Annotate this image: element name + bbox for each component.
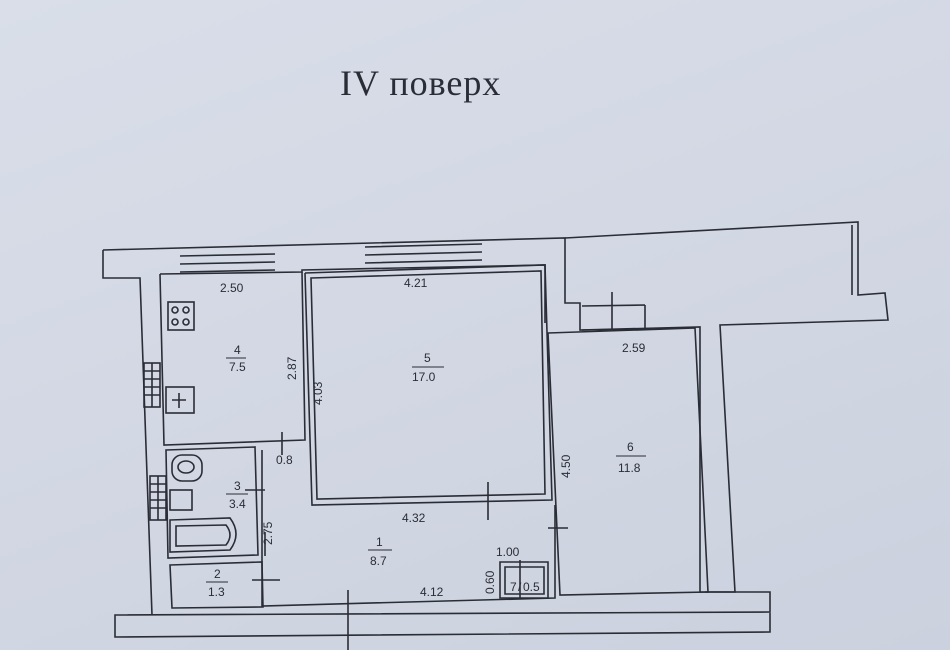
room-5-number: 5 [424,351,431,365]
dim-kitchen-width: 2.50 [220,281,244,295]
outer-wall-left [102,250,153,616]
closet-walls [499,561,549,599]
toilet-icon [171,454,203,482]
dim-living-width: 4.21 [404,276,428,290]
room-1-area: 8.7 [370,554,387,568]
dim-closet-depth: 0.60 [483,570,497,594]
living-walls [304,264,553,506]
room-6-number: 6 [627,440,634,454]
dim-bedroom-width: 2.59 [622,341,646,355]
outer-wall-top-inner [159,264,546,323]
wc-walls [169,561,264,609]
room-2-number: 2 [214,567,221,581]
floor-title: IV поверх [340,63,502,103]
room-7-number: 7 [510,580,517,594]
window-kitchen [179,253,276,273]
washbasin-icon [169,489,193,511]
sink-icon [165,386,195,414]
room-7-slash: / [518,580,522,594]
room-4-area: 7.5 [229,360,246,374]
dim-door-gap: 0.8 [276,453,293,467]
dim-hall-length: 4.12 [420,585,444,599]
room-5-area: 17.0 [412,370,436,384]
living-walls-inner [310,270,546,500]
dim-living-depth: 4.03 [311,381,325,405]
dim-kitchen-depth: 2.87 [285,356,299,380]
room-6-area: 11.8 [618,461,641,475]
dim-bedroom-depth: 4.50 [559,454,573,478]
dim-living-bottom: 4.32 [402,511,426,525]
window-living [364,243,483,264]
bathroom-walls [165,446,259,559]
kitchen-walls [159,271,306,446]
hall-walls [261,450,556,607]
bedroom-walls [547,327,709,596]
room-1-number: 1 [376,535,383,549]
room-3-number: 3 [234,479,241,493]
door-marks [245,432,568,650]
bathtub-icon [169,517,237,553]
outer-wall [102,237,771,638]
room-2-area: 1.3 [208,585,225,599]
balcony [564,221,889,593]
room-4-number: 4 [234,343,241,357]
dim-closet-width: 1.00 [496,545,520,559]
room-7-area: 0.5 [523,580,540,594]
room-3-area: 3.4 [229,497,246,511]
stove-icon [167,301,195,331]
dim-hall-depth: 2.75 [261,521,275,545]
window-bedroom [581,292,646,331]
